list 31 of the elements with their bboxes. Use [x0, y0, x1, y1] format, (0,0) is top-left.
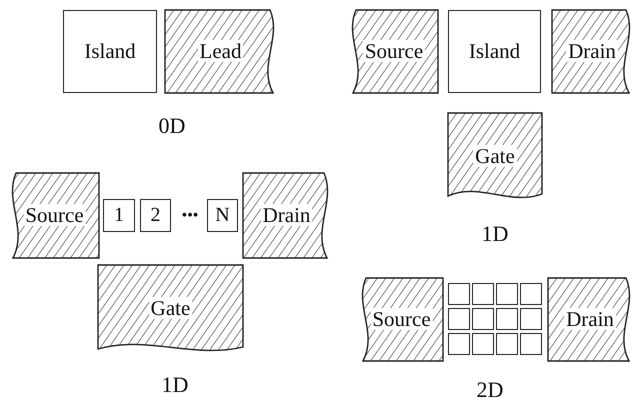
dimension-label: 0D: [158, 113, 186, 139]
empty-square: [472, 283, 494, 305]
empty-square: [496, 308, 518, 330]
empty-square: [520, 283, 542, 305]
square-box: 1: [103, 199, 135, 232]
empty-square: [496, 283, 518, 305]
dimension-label: 2D: [476, 377, 504, 402]
region-label: Source: [362, 39, 426, 62]
region-label: Gate: [148, 296, 192, 319]
empty-square: [448, 283, 470, 305]
empty-square: [472, 333, 494, 355]
empty-square: [520, 333, 542, 355]
region-label: Drain: [260, 203, 312, 226]
region-label: Drain: [564, 307, 616, 330]
square-box: N: [207, 199, 238, 232]
region-label: Drain: [566, 39, 618, 62]
region-label: Source: [23, 203, 86, 226]
ellipsis-dots: •••: [182, 207, 198, 225]
empty-square: [520, 308, 542, 330]
region-label: Lead: [198, 39, 244, 62]
empty-square: [448, 333, 470, 355]
square-box: Island: [63, 10, 157, 93]
square-box: Island: [448, 10, 541, 93]
region-label: Gate: [473, 144, 517, 166]
square-box: 2: [140, 199, 171, 232]
empty-square: [496, 333, 518, 355]
dimension-label: 1D: [162, 372, 188, 398]
region-label: Source: [370, 307, 433, 330]
dimension-label: 1D: [482, 221, 508, 247]
empty-square: [472, 308, 494, 330]
empty-square: [448, 308, 470, 330]
